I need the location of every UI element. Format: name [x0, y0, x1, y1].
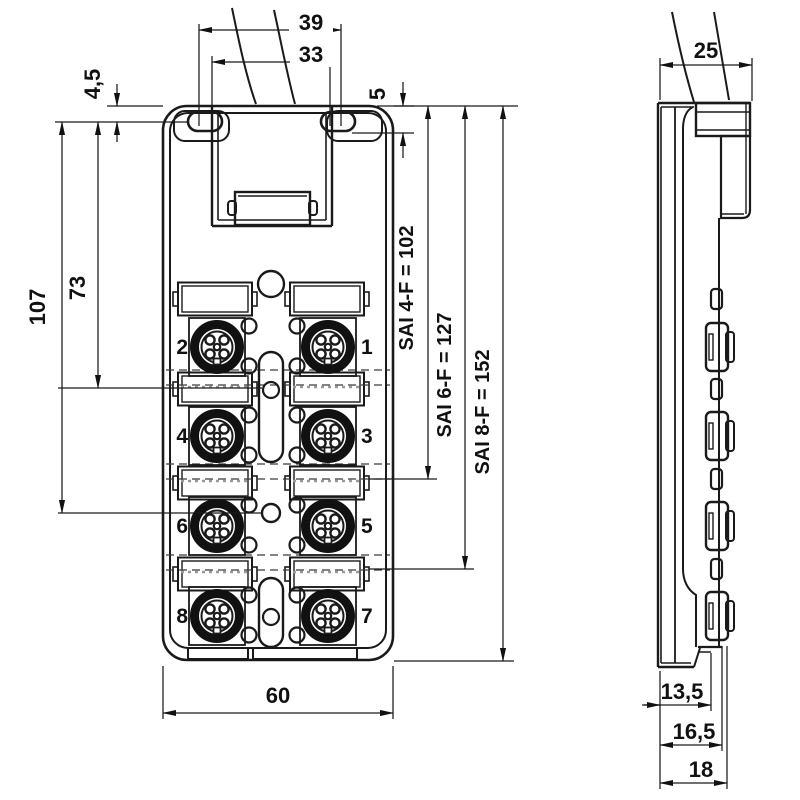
connector-number-5: 5 [361, 515, 373, 538]
m12-connector-3 [300, 407, 356, 465]
side-top-block [694, 101, 752, 220]
dim-33-label: 33 [299, 42, 323, 67]
dim-16-5-label: 16,5 [673, 719, 716, 744]
connector-number-8: 8 [176, 605, 188, 628]
dim-73-label: 73 [65, 276, 90, 300]
screw-holes [240, 317, 306, 644]
side-body-outline [656, 101, 750, 669]
dim-60-label: 60 [266, 683, 290, 708]
center-rib [256, 269, 286, 649]
connector-number-2: 2 [176, 336, 188, 359]
dim-18-label: 18 [689, 757, 713, 782]
cover-plate [227, 190, 318, 227]
front-dimensions: 39 33 4,5 [25, 8, 518, 719]
dim-13-5-label: 13,5 [661, 679, 704, 704]
connector-number-1: 1 [361, 336, 373, 359]
m12-connector-2 [189, 318, 245, 376]
front-view: 2 1 4 3 6 5 8 7 39 [25, 7, 518, 719]
cut-line-sai4 [166, 463, 390, 483]
dim-107-label: 107 [25, 289, 50, 326]
dim-sai4: SAI 4-F = 102 [369, 105, 518, 480]
m12-connector-6 [189, 497, 245, 555]
connector-number-3: 3 [361, 425, 373, 448]
dim-73: 73 [58, 121, 262, 389]
dim-sai8-label: SAI 8-F = 152 [472, 349, 494, 474]
mounting-slot-left [186, 110, 224, 133]
dim-16-5: 16,5 [659, 719, 723, 749]
front-body-outline [161, 104, 395, 662]
dim-33: 33 [211, 41, 332, 126]
connector-number-4: 4 [176, 425, 188, 448]
dim-13-5: 13,5 [642, 679, 712, 709]
dim-sai6: SAI 6-F = 127 [369, 105, 474, 570]
connector-number-7: 7 [361, 605, 373, 628]
cable-lines-front [231, 7, 296, 105]
dim-18: 18 [659, 757, 728, 787]
m12-connector-1 [300, 318, 356, 376]
connector-numbers: 2 1 4 3 6 5 8 7 [176, 336, 373, 628]
dim-sai6-label: SAI 6-F = 127 [434, 312, 456, 437]
m12-connector-7 [300, 587, 356, 645]
dim-25: 25 [659, 38, 753, 101]
dim-sai4-label: SAI 4-F = 102 [396, 225, 418, 350]
dim-4-5-label: 4,5 [80, 69, 105, 100]
mounting-slot-right [319, 110, 357, 133]
m12-connector-4 [189, 407, 245, 465]
dim-5-label: 5 [365, 88, 390, 100]
connector-number-6: 6 [176, 515, 188, 538]
side-dimensions: 25 13,5 16,5 18 [642, 38, 753, 789]
dim-4-5: 4,5 [55, 69, 189, 142]
label-strips [166, 281, 390, 592]
dim-25-label: 25 [694, 38, 718, 63]
cable-lines-side [671, 11, 730, 103]
dim-39-label: 39 [299, 10, 323, 35]
dim-sai8: SAI 8-F = 152 [394, 105, 514, 662]
side-view: 25 13,5 16,5 18 [642, 11, 753, 789]
m12-connector-5 [300, 497, 356, 555]
m12-connector-8 [189, 587, 245, 645]
bottom-feet [187, 647, 358, 660]
dim-60: 60 [162, 666, 394, 719]
dim-107: 107 [25, 121, 262, 514]
mounting-ears [173, 110, 383, 142]
dim-39: 39 [198, 8, 342, 126]
